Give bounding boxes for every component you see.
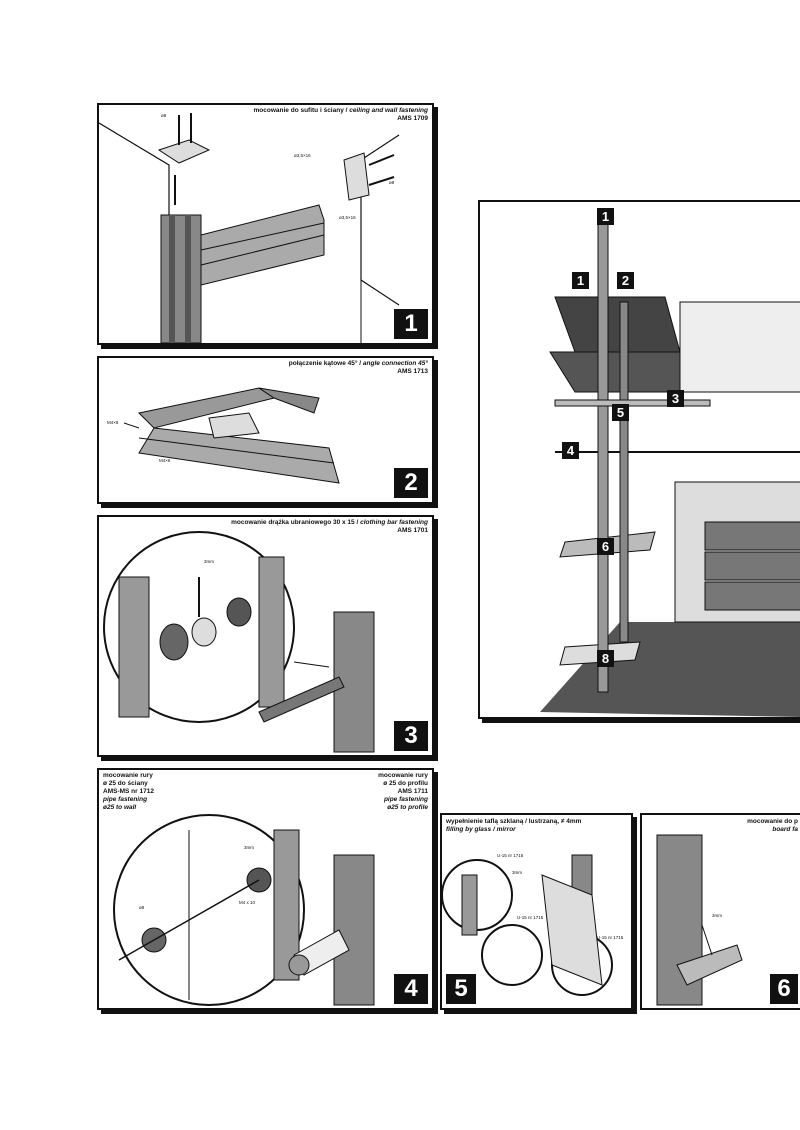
panel-4-number: 4 [394, 974, 428, 1004]
panel-4-label-c: M4 x 10 [239, 900, 256, 905]
panel-6-caption: mocowanie do p board fa [747, 818, 798, 833]
panel-5-caption: wypełnienie taflą szklaną / lustrzaną, ≠… [446, 818, 582, 833]
panel-4-caption-right: mocowanie rury ø 25 do profilu AMS 1711 … [378, 772, 428, 811]
panel-5-number: 5 [446, 974, 476, 1004]
overview-panel: 1 1 2 3 5 4 6 8 [478, 200, 800, 719]
panel-5: wypełnienie taflą szklaną / lustrzaną, ≠… [440, 813, 633, 1010]
overview-tag-3: 3 [667, 390, 684, 407]
panel-2-label-a: M4×8 [107, 420, 119, 425]
panel-1-number: 1 [394, 309, 428, 339]
panel-2: połączenie kątowe 45° / angle connection… [97, 356, 434, 504]
panel-1-label-c: ø8 [389, 180, 395, 185]
panel-5-label-d: 3mm [512, 870, 522, 875]
panel-4-illustration [113, 814, 375, 1006]
overview-tag-4: 4 [562, 442, 579, 459]
overview-illustration [540, 216, 800, 717]
panel-6-number: 6 [770, 974, 798, 1004]
overview-tag-1: 1 [572, 272, 589, 289]
panel-6-illustration [656, 834, 743, 1006]
overview-tag-6: 6 [597, 538, 614, 555]
panel-1-label-d: ø3,5×16 [339, 215, 356, 220]
overview-tag-1-top: 1 [597, 208, 614, 225]
panel-2-label-b: M4×8 [159, 458, 171, 463]
panel-1-label-a: ø8 [161, 113, 167, 118]
panel-5-illustration [442, 854, 613, 996]
panel-1-caption: mocowanie do sufitu i ściany / ceiling a… [253, 107, 428, 122]
panel-4-label-b: ø8 [139, 905, 145, 910]
panel-6: mocowanie do p board fa 3mm 6 [640, 813, 800, 1010]
panel-3-label-a: 3mm [204, 559, 214, 564]
panel-6-label-a: 3mm [712, 913, 722, 918]
panel-5-label-a: U-15 nr 1715 [497, 853, 524, 858]
overview-tag-5: 5 [612, 404, 629, 421]
panel-5-label-b: U-15 nr 1715 [517, 915, 544, 920]
panel-2-illustration [123, 387, 340, 484]
panel-5-label-c: U-15 nr 1715 [597, 935, 624, 940]
panel-3: mocowanie drążka ubraniowego 30 x 15 / c… [97, 515, 434, 757]
panel-4-caption-left: mocowanie rury ø 25 do ściany AMS-MS nr … [103, 772, 154, 811]
panel-2-caption: połączenie kątowe 45° / angle connection… [288, 360, 428, 375]
panel-3-caption: mocowanie drążka ubraniowego 30 x 15 / c… [231, 519, 428, 534]
overview-tag-8: 8 [597, 650, 614, 667]
panel-2-number: 2 [394, 468, 428, 498]
panel-3-number: 3 [394, 721, 428, 751]
panel-4-label-a: 3mm [244, 845, 254, 850]
overview-tag-2: 2 [617, 272, 634, 289]
panel-1-label-b: ø3,5×16 [294, 153, 311, 158]
panel-1-illustration [99, 113, 400, 343]
panel-1: mocowanie do sufitu i ściany / ceiling a… [97, 103, 434, 345]
panel-3-illustration [103, 531, 375, 753]
panel-4: mocowanie rury ø 25 do ściany AMS-MS nr … [97, 768, 434, 1010]
